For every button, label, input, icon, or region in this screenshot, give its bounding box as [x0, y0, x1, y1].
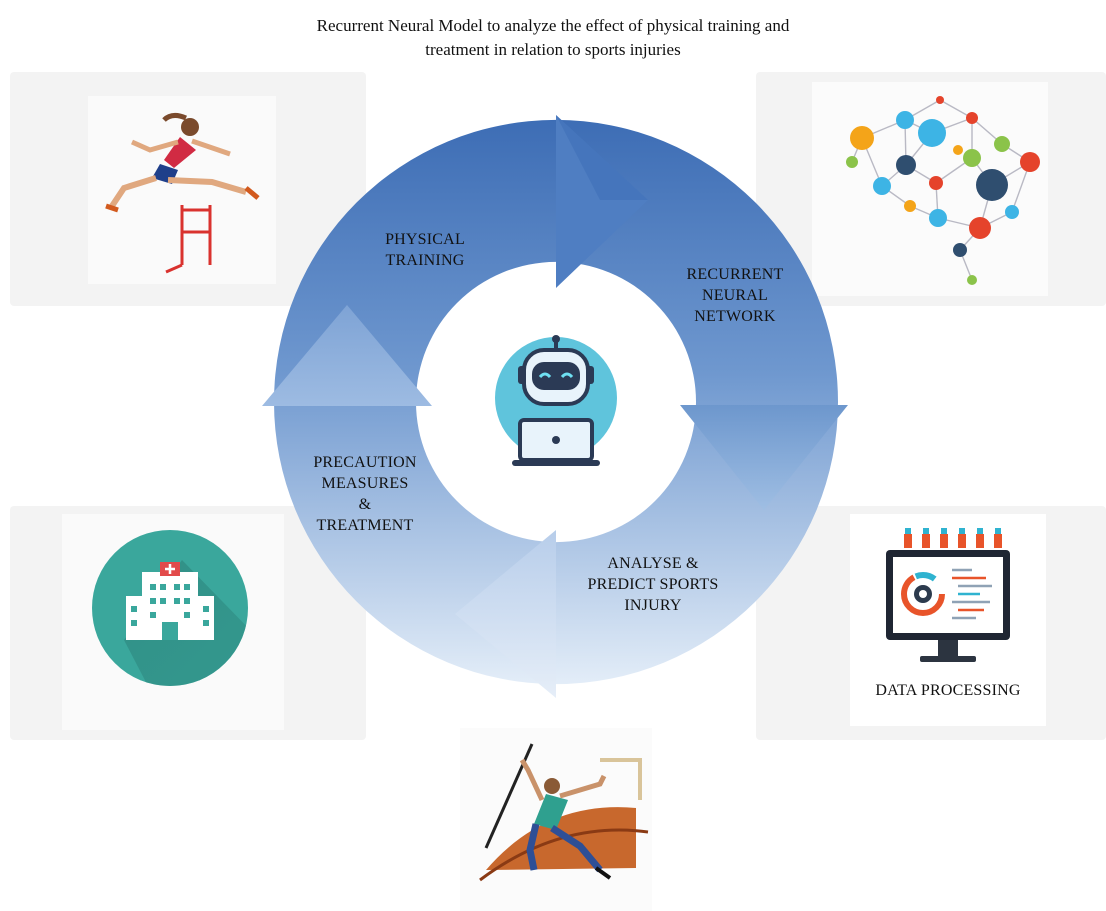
label-physical-training: PHYSICAL TRAINING: [385, 231, 465, 269]
javelin-thrower-icon: [479, 743, 649, 882]
monitor-gear-icon: [886, 528, 1010, 662]
robot-laptop-icon: [495, 335, 617, 466]
arrow-left-up: [262, 305, 432, 406]
label-analyse-predict: ANALYSE & PREDICT SPORTS INJURY: [587, 555, 719, 614]
arrow-right-down: [680, 405, 848, 510]
neural-network-brain-icon: [846, 96, 1040, 285]
cycle-ring: [273, 119, 839, 685]
hurdler-icon: [105, 112, 260, 274]
arrow-bottom-left: [455, 530, 556, 698]
label-recurrent-neural-network: RECURRENT NEURAL NETWORK: [686, 266, 784, 325]
arrow-top-right: [556, 115, 648, 288]
label-precaution-treatment: PRECAUTION MEASURES & TREATMENT: [313, 454, 417, 534]
hospital-icon: [92, 530, 248, 686]
diagram-title: Recurrent Neural Model to analyze the ef…: [0, 14, 1106, 62]
brain-card: [812, 82, 1048, 296]
title-line-1: Recurrent Neural Model to analyze the ef…: [316, 16, 790, 35]
title-line-2: treatment in relation to sports injuries: [425, 40, 681, 59]
label-data-processing: DATA PROCESSING: [875, 682, 1021, 699]
